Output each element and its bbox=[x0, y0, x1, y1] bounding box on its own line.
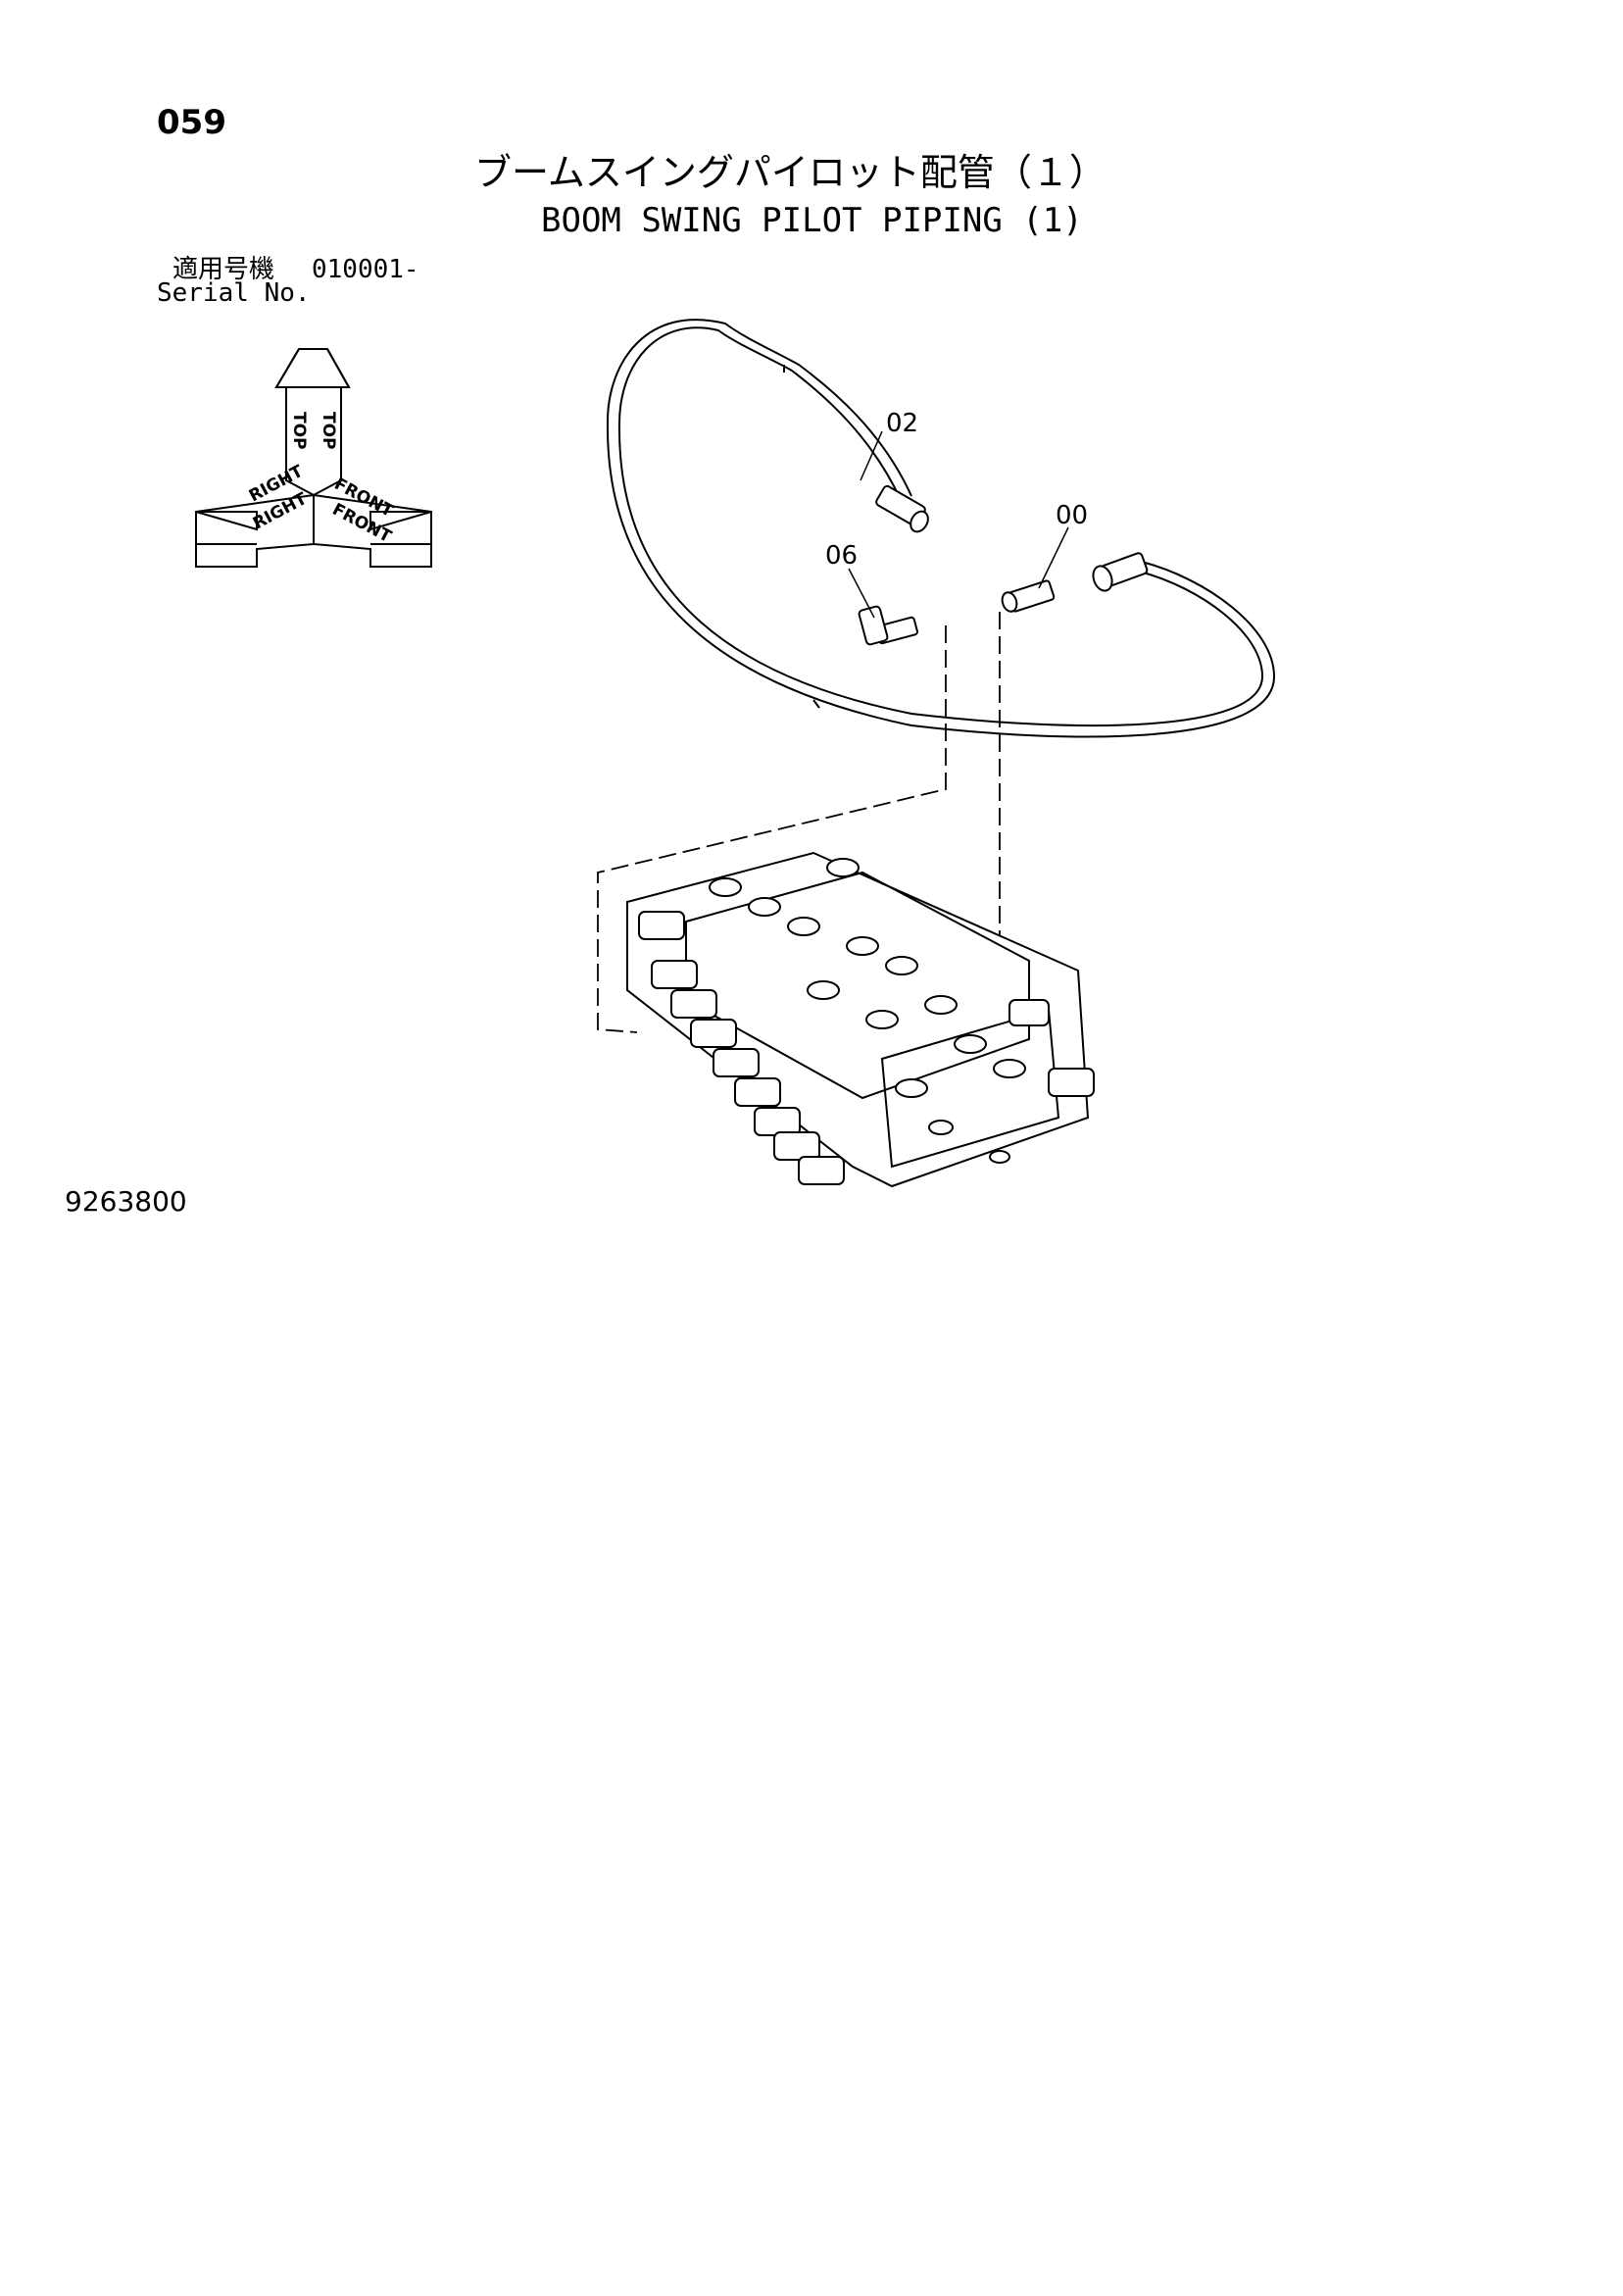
callout-02: 02 bbox=[886, 409, 918, 438]
page-number: 059 bbox=[157, 103, 226, 142]
elbow-fitting-06 bbox=[858, 605, 918, 646]
drawing-number: 9263800 bbox=[65, 1185, 187, 1218]
serial-range: 010001- bbox=[312, 255, 419, 284]
orientation-top-label-2: TOP bbox=[319, 412, 338, 450]
page-title-english: BOOM SWING PILOT PIPING (1) bbox=[541, 201, 1083, 240]
leader-lines bbox=[848, 430, 1069, 619]
orientation-top-label: TOP bbox=[289, 412, 309, 450]
control-valve-block bbox=[626, 851, 1095, 1188]
pilot-hose bbox=[606, 319, 1276, 738]
orientation-indicator bbox=[195, 348, 432, 568]
hose-end-fitting-00 bbox=[1092, 552, 1149, 592]
page-title-japanese: ブームスイングパイロット配管（１） bbox=[474, 151, 1107, 194]
serial-label-japanese: 適用号機 bbox=[172, 255, 275, 284]
front-arrow-icon bbox=[313, 493, 432, 568]
hose-end-fitting-02 bbox=[875, 484, 929, 533]
callout-00: 00 bbox=[1056, 501, 1088, 530]
port-bosses bbox=[709, 858, 1026, 1164]
serial-label-english: Serial No. bbox=[157, 278, 311, 308]
callout-06: 06 bbox=[825, 541, 858, 571]
adapter-fitting-00 bbox=[1001, 579, 1056, 613]
spool-caps bbox=[638, 911, 1095, 1185]
